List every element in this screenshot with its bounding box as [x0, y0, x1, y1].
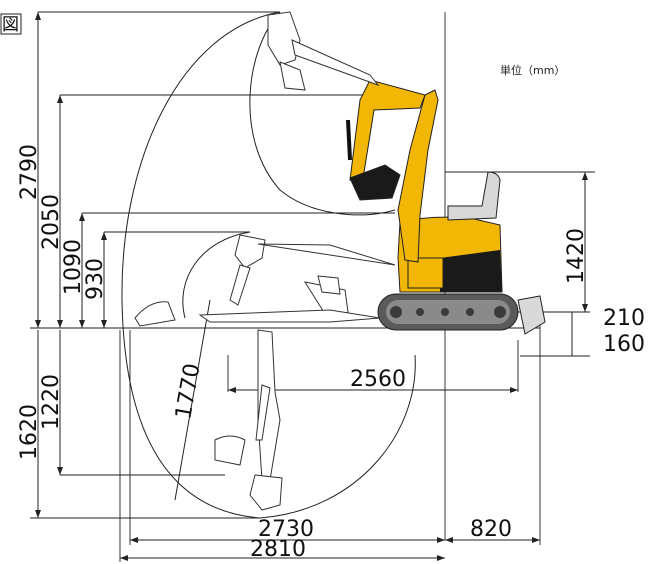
- dimension-lines: [37, 12, 586, 559]
- dim-820: 820: [470, 517, 512, 542]
- dim-1770: 1770: [171, 362, 205, 421]
- dim-2790: 2790: [17, 144, 42, 200]
- engine-cover: [407, 257, 444, 289]
- dim-2730: 2730: [258, 517, 314, 542]
- dim-1620: 1620: [17, 404, 42, 460]
- ghost-link-top: [279, 61, 306, 91]
- boom-raised: [397, 89, 439, 263]
- dim-2050: 2050: [39, 194, 64, 250]
- operator-seat: [447, 171, 501, 221]
- bucket-raised: [349, 164, 401, 201]
- dim-1420: 1420: [564, 228, 589, 284]
- ghost-boom-low: [198, 309, 381, 323]
- ghost-bucket-deep2: [214, 435, 246, 466]
- dim-1090: 1090: [61, 239, 86, 295]
- reach-envelope: [121, 11, 416, 519]
- ghost-bucket-deep: [249, 474, 283, 511]
- dim-160: 160: [603, 332, 645, 357]
- arm-cylinder: [346, 119, 352, 161]
- dozer-blade: [517, 295, 546, 335]
- excavator-main: [346, 79, 546, 335]
- dim-930: 930: [83, 258, 108, 300]
- ghost-bucket-top: [267, 11, 301, 66]
- figure-label: 図: [2, 15, 19, 35]
- counterweight: [440, 250, 502, 292]
- ghost-bucket-mid2: [317, 275, 341, 295]
- dim-2810: 2810: [250, 537, 306, 562]
- ghost-arm-mid: [229, 264, 251, 306]
- ghost-bucket-mid: [234, 234, 266, 269]
- ghost-poses: [134, 11, 396, 511]
- dim-1220: 1220: [39, 374, 64, 430]
- unit-label: 単位（mm）: [500, 63, 565, 77]
- ghost-boom-mid: [257, 243, 396, 266]
- dim-2560: 2560: [350, 367, 406, 392]
- track-rollers: [390, 306, 506, 318]
- ghost-cylinder-deep: [255, 384, 271, 441]
- figure-label-box: [0, 13, 22, 35]
- dim-210: 210: [603, 306, 645, 331]
- dimension-arrows: [35, 12, 588, 561]
- ghost-arm-top: [291, 39, 380, 87]
- ghost-bucket-ground: [134, 301, 176, 327]
